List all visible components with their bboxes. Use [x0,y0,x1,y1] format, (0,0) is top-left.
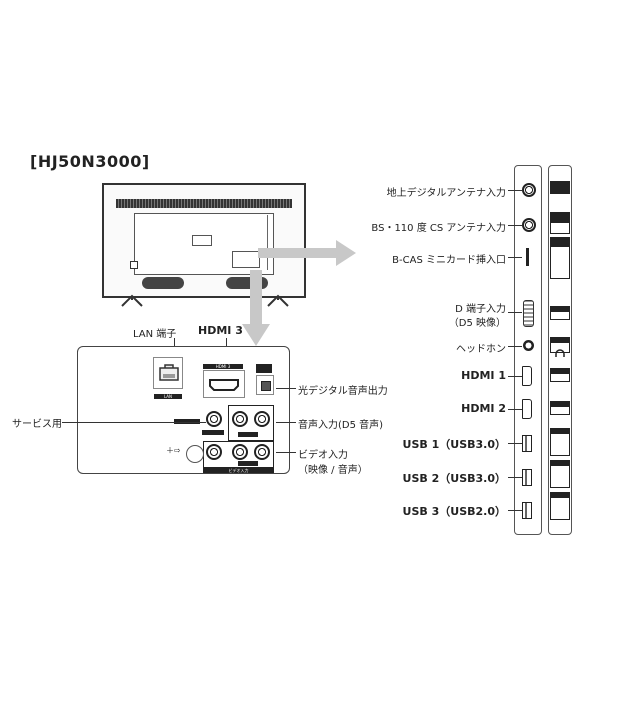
hdmi3-label: HDMI 3 [198,324,243,337]
lan-port-icon [159,364,179,381]
bs-cs-antenna-label: BS・110 度 CS アンテナ入力 [371,223,506,234]
video-audio-l-jack[interactable] [232,444,248,460]
top-vent [116,199,292,208]
leader [508,225,522,226]
usb1-label: USB 1（USB3.0） [402,438,506,451]
lan-port-box [153,357,183,389]
leader [508,346,522,347]
d5-audio-tag [202,430,224,435]
plug-circle [186,445,204,463]
terrestrial-antenna-label: 地上デジタルアンテナ入力 [386,188,506,199]
bcas-badge [550,237,570,279]
audio-in-leader [276,422,296,423]
lan-tag: LAN [154,394,182,399]
video-lr-tag [238,461,258,466]
audio-in-label: 音声入力(D5 音声) [298,420,384,431]
headphone-label: ヘッドホン [456,344,506,355]
service-label: サービス用 [12,419,62,430]
audio-lr-tag [238,432,258,437]
optical-port-box [256,375,274,395]
hdmi1-badge [550,368,570,382]
audio-l-jack[interactable] [232,411,248,427]
leader [508,477,522,478]
optical-tag [256,364,272,373]
d-terminal-label: D 端子入力 [455,304,506,315]
leader [508,257,522,258]
video-in-tag: ビデオ入力 [203,468,274,473]
arrow-down-icon [242,270,270,346]
hdmi3-port-icon[interactable] [209,379,239,391]
optical-out-label: 光デジタル音声出力 [298,386,388,397]
video-audio-r-jack[interactable] [254,444,270,460]
video-in-sublabel: （映像 / 音声） [298,465,368,476]
label-plate [192,235,212,246]
leader [508,190,522,191]
hdmi3-tag: HDMI 3 [203,364,243,369]
d-terminal-sublabel: （D5 映像） [448,318,506,329]
headphone-icon [555,349,565,357]
audio-r-jack[interactable] [254,411,270,427]
optical-leader [276,388,296,389]
leader [508,443,522,444]
service-jack[interactable] [206,411,222,427]
hdmi2-label: HDMI 2 [461,402,506,415]
usb1-badge [550,428,570,456]
usb3-badge [550,492,570,520]
leader [508,312,522,313]
arrow-right-icon [258,240,356,266]
d-terminal-port[interactable] [523,300,534,327]
video-jack[interactable] [206,444,222,460]
connector-panel: LAN HDMI 3 ＋⇨ ビデオ入力 [77,346,290,474]
lan-terminal-label: LAN 端子 [133,329,177,340]
bcas-slot-label: B-CAS ミニカード挿入口 [392,255,506,266]
terminal-area [232,251,260,268]
headphone-jack[interactable] [523,340,534,351]
leader [508,409,522,410]
model-title: [HJ50N3000] [30,152,150,171]
hdmi1-label: HDMI 1 [461,369,506,382]
video-in-label: ビデオ入力 [298,450,348,461]
tv-stands [121,294,289,307]
d-terminal-badge [550,306,570,320]
usb1-port[interactable] [522,435,532,452]
power-inlet [130,261,138,269]
usb2-badge [550,460,570,488]
tv-back-illustration [102,183,306,298]
usb2-label: USB 2（USB3.0） [402,472,506,485]
usb3-label: USB 3（USB2.0） [402,505,506,518]
video-in-leader [276,452,296,453]
hdmi2-port[interactable] [522,399,532,419]
hdmi1-port[interactable] [522,366,532,386]
optical-port-icon[interactable] [261,381,271,391]
bs-cs-antenna-jack[interactable] [522,218,536,232]
hdmi3-port-box [203,370,245,398]
service-leader [62,422,206,423]
usb2-port[interactable] [522,469,532,486]
headphone-badge [550,337,570,357]
leader [508,376,522,377]
terrestrial-badge [550,181,570,194]
usb3-port[interactable] [522,502,532,519]
bs-cs-badge [550,212,570,234]
plug-marker: ＋⇨ [166,446,181,455]
cable-guide [267,215,268,270]
bcas-slot[interactable] [526,248,529,266]
leader [508,510,522,511]
speaker-left [142,277,184,289]
service-tag [174,419,200,424]
terrestrial-antenna-jack[interactable] [522,183,536,197]
hdmi2-badge [550,401,570,415]
